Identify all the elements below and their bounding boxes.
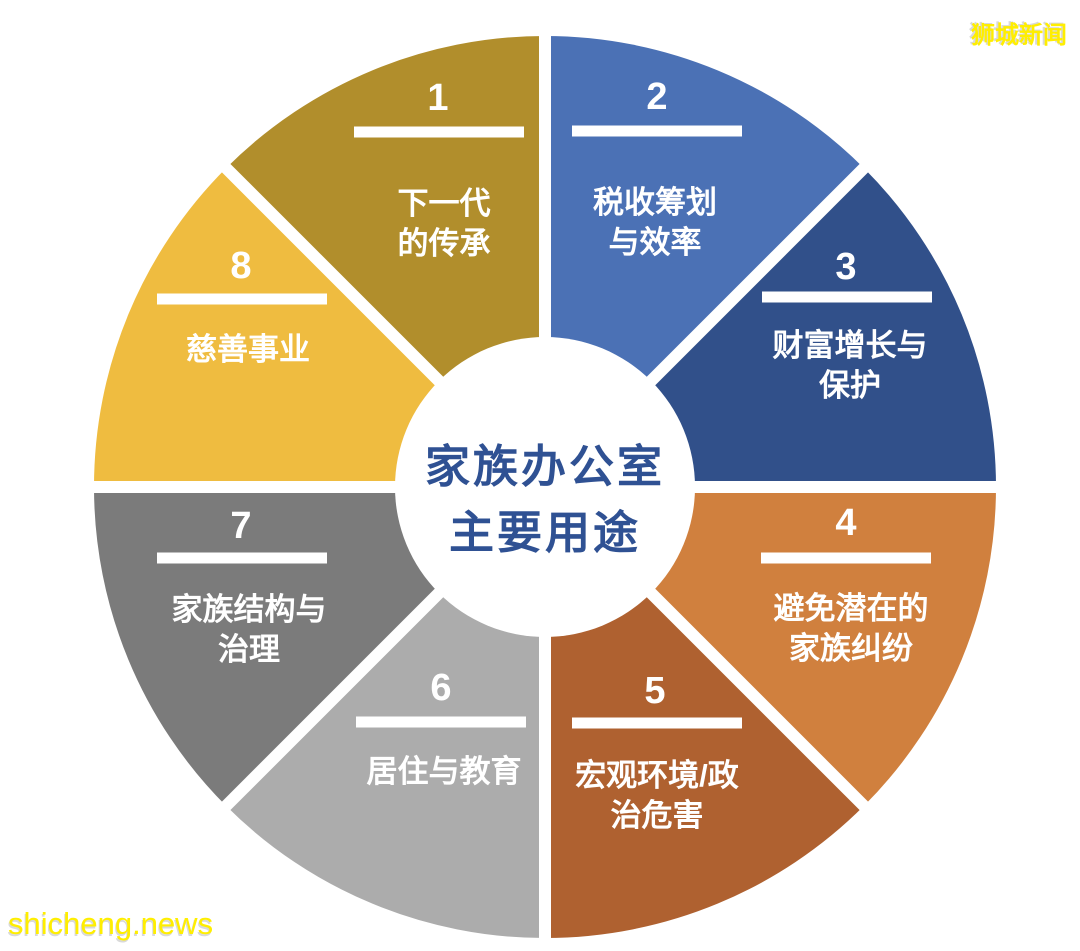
segment-divider-bar-5	[572, 717, 742, 729]
segment-label-line: 慈善事业	[186, 332, 310, 367]
segment-wedge-1	[226, 36, 545, 382]
segment-wedge-3	[650, 168, 996, 487]
segment-divider-bar-1	[354, 126, 524, 138]
segment-label-line: 家族纠纷	[789, 631, 913, 666]
center-title-line1: 家族办公室	[424, 441, 666, 492]
segment-label-line: 居住与教育	[366, 754, 522, 789]
center-hub-circle	[395, 337, 695, 637]
segment-label-line: 的传承	[397, 226, 491, 261]
segment-label-line: 宏观环境/政	[575, 758, 739, 793]
segment-label-1: 下一代的传承	[398, 184, 491, 264]
segment-number-3: 3	[835, 246, 857, 288]
segment-number-2: 2	[646, 76, 668, 118]
segment-label-2: 税收筹划与效率	[593, 183, 717, 263]
segment-number-6: 6	[430, 667, 452, 709]
segment-divider-bar-2	[572, 125, 742, 137]
segment-label-5: 宏观环境/政治危害	[575, 756, 739, 836]
segment-label-line: 财富增长与	[772, 328, 928, 363]
segment-number-8: 8	[230, 245, 252, 287]
segment-divider-bar-3	[762, 291, 932, 303]
segment-number-1: 1	[427, 77, 449, 119]
segment-label-line: 保护	[819, 368, 881, 403]
segment-label-line: 治危害	[610, 798, 704, 833]
segment-label-3: 财富增长与保护	[773, 326, 928, 406]
segment-label-line: 下一代	[397, 186, 491, 221]
segment-wedge-8	[94, 168, 440, 487]
segment-label-line: 税收筹划	[593, 185, 717, 220]
segment-number-5: 5	[644, 670, 666, 712]
segment-wedge-7	[94, 487, 440, 806]
segment-label-line: 与效率	[608, 225, 702, 260]
segment-label-4: 避免潜在的家族纠纷	[774, 589, 929, 669]
segment-label-6: 居住与教育	[367, 752, 522, 792]
segment-label-line: 避免潜在的	[773, 591, 929, 626]
segment-wedge-2	[545, 36, 864, 382]
center-title: 家族办公室 主要用途	[425, 434, 665, 566]
segment-number-4: 4	[835, 502, 857, 544]
segment-divider-bar-4	[761, 552, 931, 564]
watermark-site-url: shicheng.news	[8, 906, 214, 941]
segment-label-line: 家族结构与	[171, 592, 327, 627]
watermark-site-name: 狮城新闻	[971, 22, 1067, 49]
center-title-line2: 主要用途	[448, 507, 642, 558]
segment-label-7: 家族结构与治理	[172, 590, 327, 670]
segment-divider-bar-7	[157, 552, 327, 564]
segment-label-line: 治理	[218, 632, 280, 667]
segment-wedge-6	[226, 592, 545, 938]
segment-label-8: 慈善事业	[186, 330, 310, 370]
segment-wedge-4	[650, 487, 996, 806]
segment-number-7: 7	[230, 505, 252, 547]
segment-divider-bar-6	[356, 716, 526, 728]
segment-divider-bar-8	[157, 293, 327, 305]
segment-wedge-5	[545, 592, 864, 938]
